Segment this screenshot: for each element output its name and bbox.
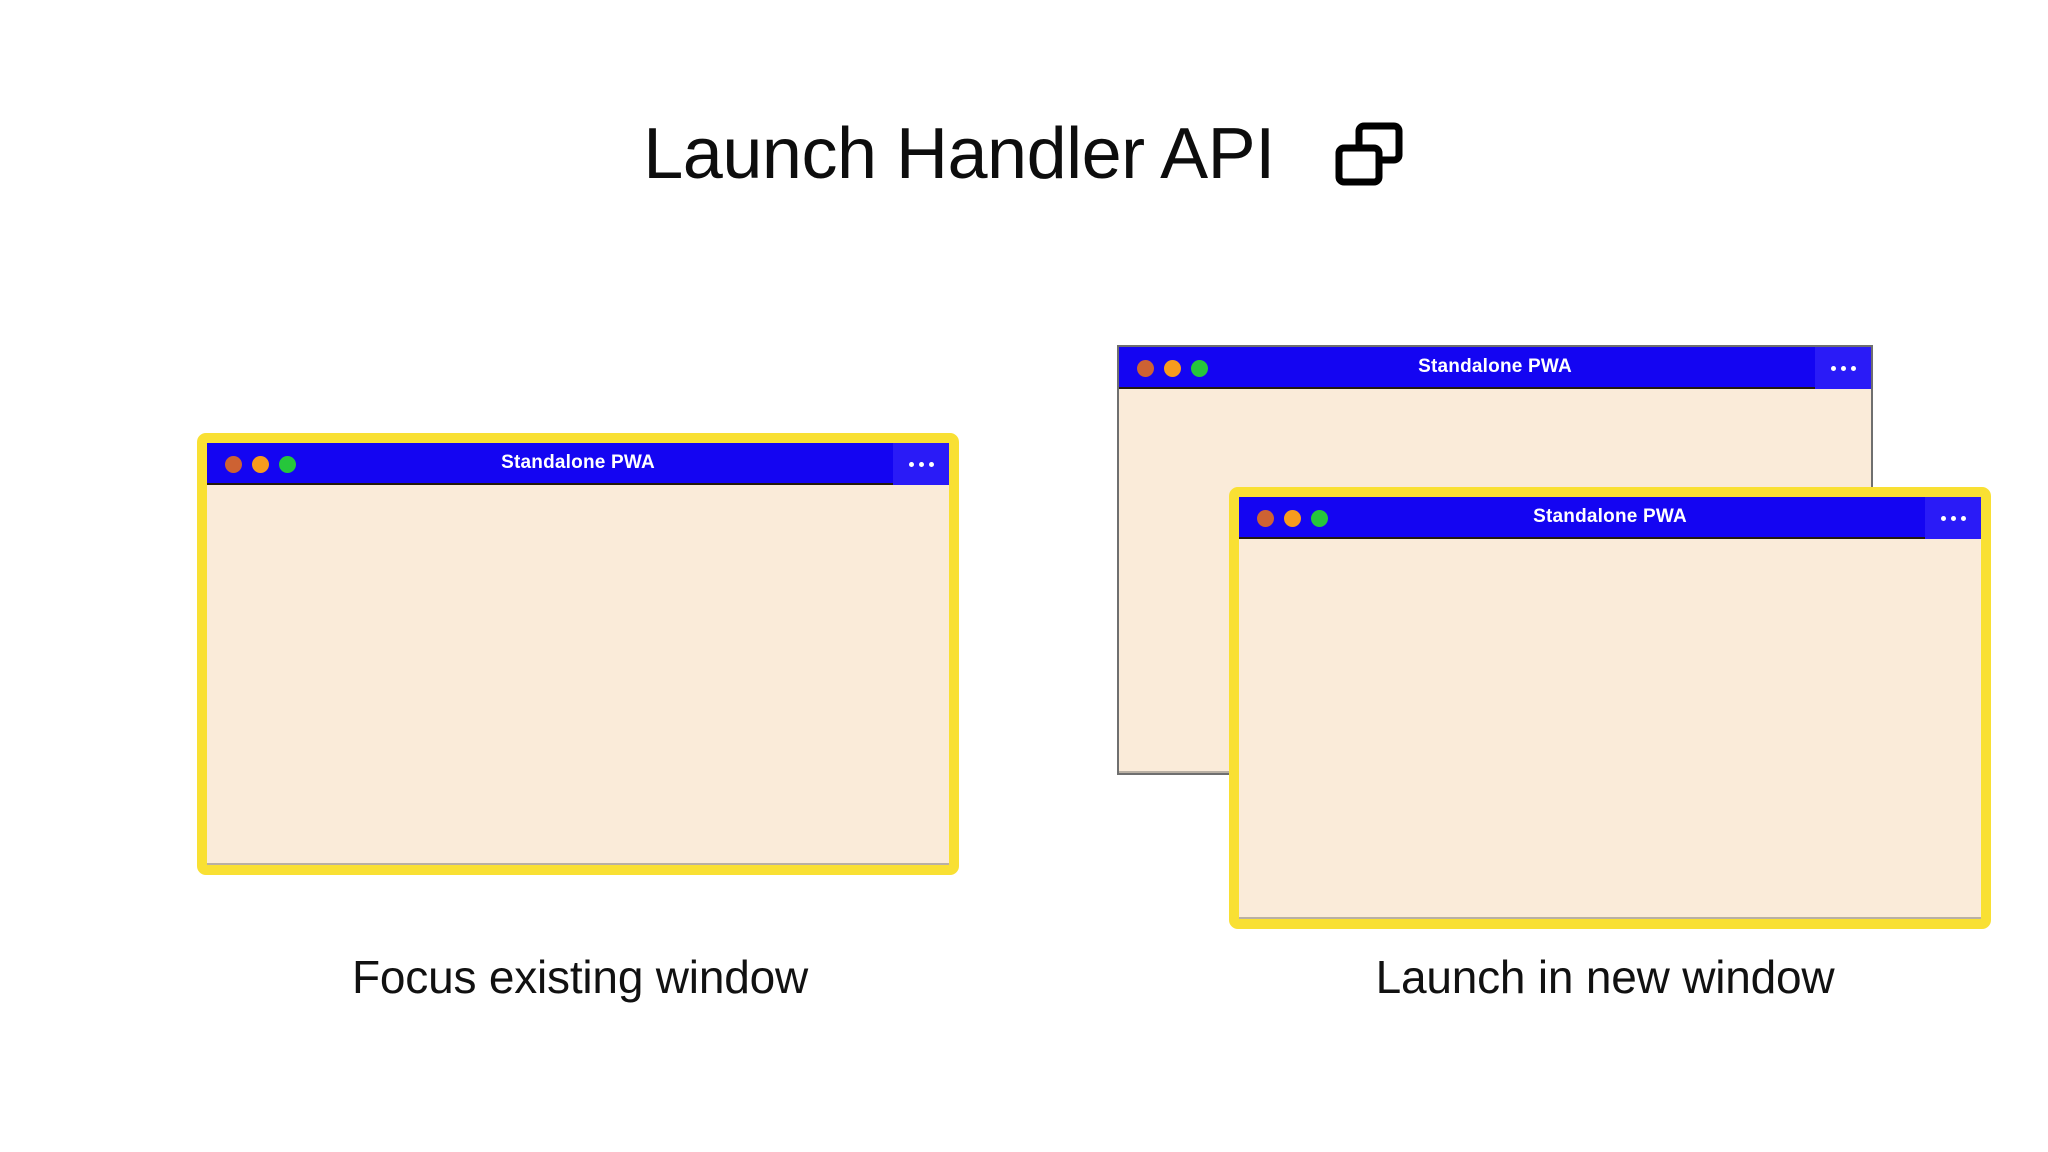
window-titlebar[interactable]: Standalone PWA	[1119, 347, 1871, 389]
traffic-lights	[1119, 359, 1208, 377]
window-titlebar[interactable]: Standalone PWA	[207, 443, 949, 485]
overflow-menu-icon[interactable]	[1815, 347, 1871, 389]
minimize-icon[interactable]	[1164, 359, 1181, 377]
multi-window-icon	[1333, 118, 1405, 190]
caption-focus-existing: Focus existing window	[351, 951, 808, 1003]
close-icon[interactable]	[225, 455, 242, 473]
window-focus-existing[interactable]: Standalone PWA	[197, 433, 959, 875]
minimize-icon[interactable]	[1284, 509, 1301, 527]
overflow-menu-icon[interactable]	[1925, 497, 1981, 539]
menu-dot	[1940, 515, 1946, 521]
menu-dot	[918, 461, 924, 467]
window-content-area	[207, 485, 949, 865]
maximize-icon[interactable]	[279, 455, 296, 473]
window-title: Standalone PWA	[1533, 506, 1687, 527]
menu-dot	[1950, 515, 1956, 521]
page-title: Launch Handler API	[643, 114, 1275, 194]
menu-dot	[908, 461, 914, 467]
caption-launch-new: Launch in new window	[1375, 951, 1835, 1003]
window-title: Standalone PWA	[501, 452, 655, 473]
maximize-icon[interactable]	[1191, 359, 1208, 377]
window-title: Standalone PWA	[1418, 356, 1572, 377]
window-chrome: Standalone PWA	[207, 443, 949, 865]
window-content-area	[1239, 539, 1981, 919]
menu-dot	[928, 461, 934, 467]
close-icon[interactable]	[1137, 359, 1154, 377]
close-icon[interactable]	[1257, 509, 1274, 527]
traffic-lights	[207, 455, 296, 473]
window-titlebar[interactable]: Standalone PWA	[1239, 497, 1981, 539]
menu-dot	[1840, 365, 1846, 371]
minimize-icon[interactable]	[252, 455, 269, 473]
menu-dot	[1960, 515, 1966, 521]
menu-dot	[1830, 365, 1836, 371]
window-new-launched[interactable]: Standalone PWA	[1229, 487, 1991, 929]
menu-dot	[1850, 365, 1856, 371]
overflow-menu-icon[interactable]	[893, 443, 949, 485]
maximize-icon[interactable]	[1311, 509, 1328, 527]
traffic-lights	[1239, 509, 1328, 527]
page-header: Launch Handler API	[0, 118, 2048, 190]
window-chrome: Standalone PWA	[1239, 497, 1981, 919]
